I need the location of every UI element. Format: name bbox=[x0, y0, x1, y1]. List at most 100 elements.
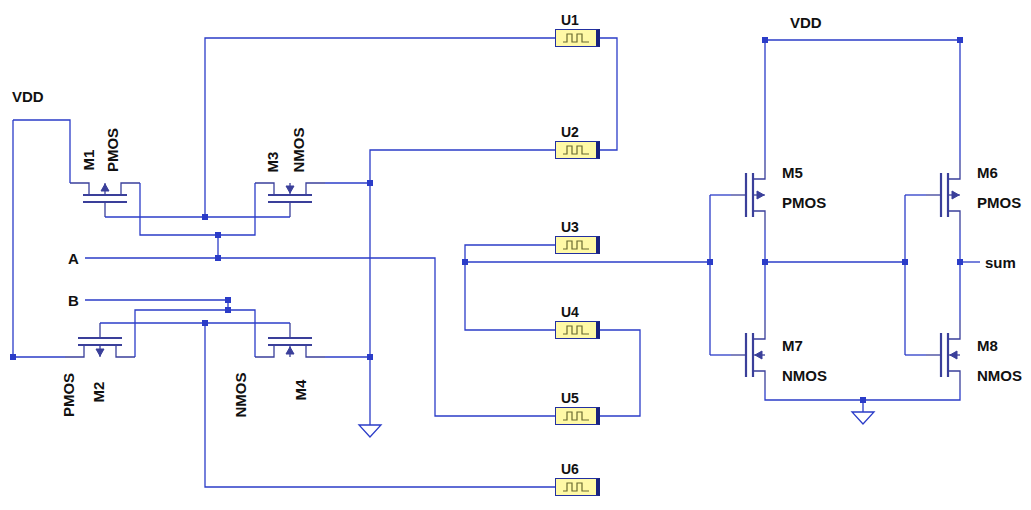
part-label: M7 bbox=[782, 337, 803, 354]
mosfet-lead bbox=[306, 183, 325, 195]
junction-dot bbox=[225, 307, 231, 313]
mosfet-lead bbox=[948, 320, 960, 339]
wire bbox=[465, 261, 710, 262]
device-type-label: VDD bbox=[790, 14, 822, 31]
wire bbox=[710, 354, 731, 355]
mosfet-arrow bbox=[286, 347, 294, 354]
mosfet-gate-lead bbox=[926, 194, 941, 195]
wire bbox=[85, 300, 228, 310]
mosfet-lead bbox=[753, 371, 765, 390]
mosfet-lead bbox=[753, 320, 765, 339]
source-name: U1 bbox=[561, 12, 579, 28]
part-label: M5 bbox=[782, 164, 803, 181]
junction-dot bbox=[707, 259, 713, 265]
wire-connector bbox=[600, 38, 617, 150]
mosfet-arrow bbox=[757, 191, 764, 199]
mosfet-lead bbox=[753, 160, 765, 179]
wire bbox=[105, 216, 290, 217]
mosfet-arrow bbox=[952, 191, 959, 199]
wire bbox=[13, 120, 65, 357]
part-label: M1 bbox=[80, 150, 97, 171]
pulse-icon bbox=[562, 410, 590, 422]
wire bbox=[100, 322, 290, 323]
pulse-wave bbox=[563, 241, 589, 249]
pulse-icon bbox=[562, 144, 590, 156]
mosfet-gate-lead bbox=[731, 354, 746, 355]
wire bbox=[217, 235, 218, 258]
device-type-label: PMOS bbox=[104, 128, 121, 172]
part-label: M4 bbox=[292, 380, 309, 401]
pulse-wave bbox=[563, 412, 589, 420]
wire bbox=[370, 150, 555, 425]
pulse-icon bbox=[562, 324, 590, 336]
mosfet-gate-lead bbox=[104, 202, 105, 217]
device-type-label: VDD bbox=[12, 88, 44, 105]
junction-dot bbox=[762, 37, 768, 43]
wire bbox=[325, 182, 370, 183]
mosfet-gate-lead bbox=[731, 194, 746, 195]
mosfet-gate-lead bbox=[289, 202, 290, 217]
mosfet-arrow bbox=[101, 184, 109, 191]
pulse-wave bbox=[563, 34, 589, 42]
junction-dot bbox=[367, 180, 373, 186]
mosfet-arrow bbox=[755, 351, 762, 359]
part-label: M3 bbox=[264, 152, 281, 173]
mosfet-arrow bbox=[286, 186, 294, 193]
mosfet-lead bbox=[70, 183, 89, 195]
wire bbox=[959, 230, 960, 320]
mosfet-lead bbox=[306, 345, 325, 357]
mosfet-lead bbox=[255, 345, 274, 357]
source-name: U4 bbox=[561, 304, 579, 320]
junction-dot bbox=[367, 354, 373, 360]
junction-dot bbox=[215, 255, 221, 261]
wire bbox=[905, 354, 926, 355]
pulse-icon bbox=[562, 481, 590, 493]
pulse-source: U5 bbox=[555, 407, 600, 425]
part-label: M2 bbox=[90, 382, 107, 403]
wire-connector bbox=[600, 330, 640, 416]
wire bbox=[85, 258, 555, 416]
wire bbox=[905, 194, 926, 195]
pulse-wave bbox=[563, 146, 589, 154]
junction-dot bbox=[215, 232, 221, 238]
pulse-icon bbox=[562, 239, 590, 251]
mosfet-gate-lead bbox=[289, 323, 290, 338]
pulse-icon bbox=[562, 32, 590, 44]
junction-dot bbox=[202, 214, 208, 220]
mosfet-lead bbox=[753, 211, 765, 230]
source-name: U3 bbox=[561, 219, 579, 235]
source-name: U2 bbox=[561, 124, 579, 140]
wire bbox=[135, 310, 255, 357]
source-name: U6 bbox=[561, 461, 579, 477]
mosfet-lead bbox=[948, 211, 960, 230]
device-type-label: PMOS bbox=[782, 194, 826, 211]
wire bbox=[140, 183, 255, 235]
mosfet-lead bbox=[121, 183, 140, 195]
mosfet-gate-lead bbox=[99, 323, 100, 338]
mosfet-lead bbox=[65, 345, 84, 357]
junction-dot bbox=[225, 297, 231, 303]
junction-dot bbox=[902, 259, 908, 265]
wire bbox=[709, 195, 710, 355]
wire bbox=[13, 120, 70, 183]
pulse-wave bbox=[563, 483, 589, 491]
junction-dot bbox=[860, 397, 866, 403]
wire bbox=[904, 195, 905, 355]
part-label: A bbox=[68, 250, 79, 267]
mosfet-lead bbox=[948, 371, 960, 390]
mosfet-arrow bbox=[950, 351, 957, 359]
device-type-label: PMOS bbox=[977, 194, 1021, 211]
mosfet-lead bbox=[948, 160, 960, 179]
mosfet-lead bbox=[116, 345, 135, 357]
pulse-source: U4 bbox=[555, 321, 600, 339]
ground-symbol bbox=[852, 412, 874, 424]
device-type-label: PMOS bbox=[60, 373, 77, 417]
pulse-source: U1 bbox=[555, 29, 600, 47]
wire bbox=[205, 38, 555, 217]
wire bbox=[765, 40, 960, 160]
part-label: M8 bbox=[977, 337, 998, 354]
pulse-source: U6 bbox=[555, 478, 600, 496]
